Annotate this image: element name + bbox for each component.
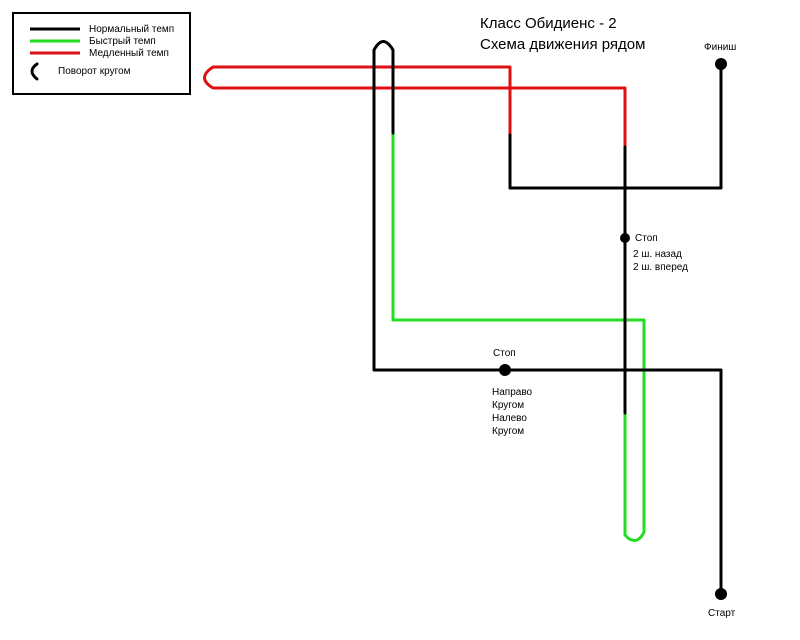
normal-pace-path-start-loop <box>372 40 723 596</box>
stop-point-lower <box>499 364 511 376</box>
stop-upper-instruction: 2 ш. вперед <box>633 262 688 273</box>
legend-label-turn: Поворот кругом <box>58 66 131 77</box>
stop-lower-instruction: Налево <box>492 413 527 424</box>
normal-pace-path-to-finish <box>508 62 723 190</box>
slow-pace-route <box>203 65 627 149</box>
diagram-title-line-2: Схема движения рядом <box>480 36 645 53</box>
legend-label-normal: Нормальный темп <box>89 24 174 35</box>
legend-label-slow: Медленный темп <box>89 48 169 59</box>
normal-pace-route <box>372 40 723 596</box>
fast-pace-path <box>391 131 646 542</box>
fast-pace-route <box>391 131 646 542</box>
legend: Нормальный темп Быстрый темп Медленный т… <box>12 12 191 95</box>
stop-lower-instruction: Направо <box>492 387 533 398</box>
stop-point-upper <box>620 233 630 243</box>
stop-upper-label: Стоп <box>635 233 658 244</box>
stop-lower-label: Стоп <box>493 348 516 359</box>
diagram-title-line-1: Класс Обидиенс - 2 <box>480 15 617 32</box>
start-point <box>715 588 727 600</box>
finish-label: Финиш <box>704 42 736 53</box>
stop-lower-instruction: Кругом <box>492 426 524 437</box>
stop-lower-instruction: Кругом <box>492 400 524 411</box>
turn-around-arc-icon <box>30 62 39 81</box>
legend-label-fast: Быстрый темп <box>89 36 156 47</box>
start-label: Старт <box>708 608 736 619</box>
finish-point <box>715 58 727 70</box>
stop-upper-instruction: 2 ш. назад <box>633 249 682 260</box>
slow-pace-path <box>203 65 627 149</box>
